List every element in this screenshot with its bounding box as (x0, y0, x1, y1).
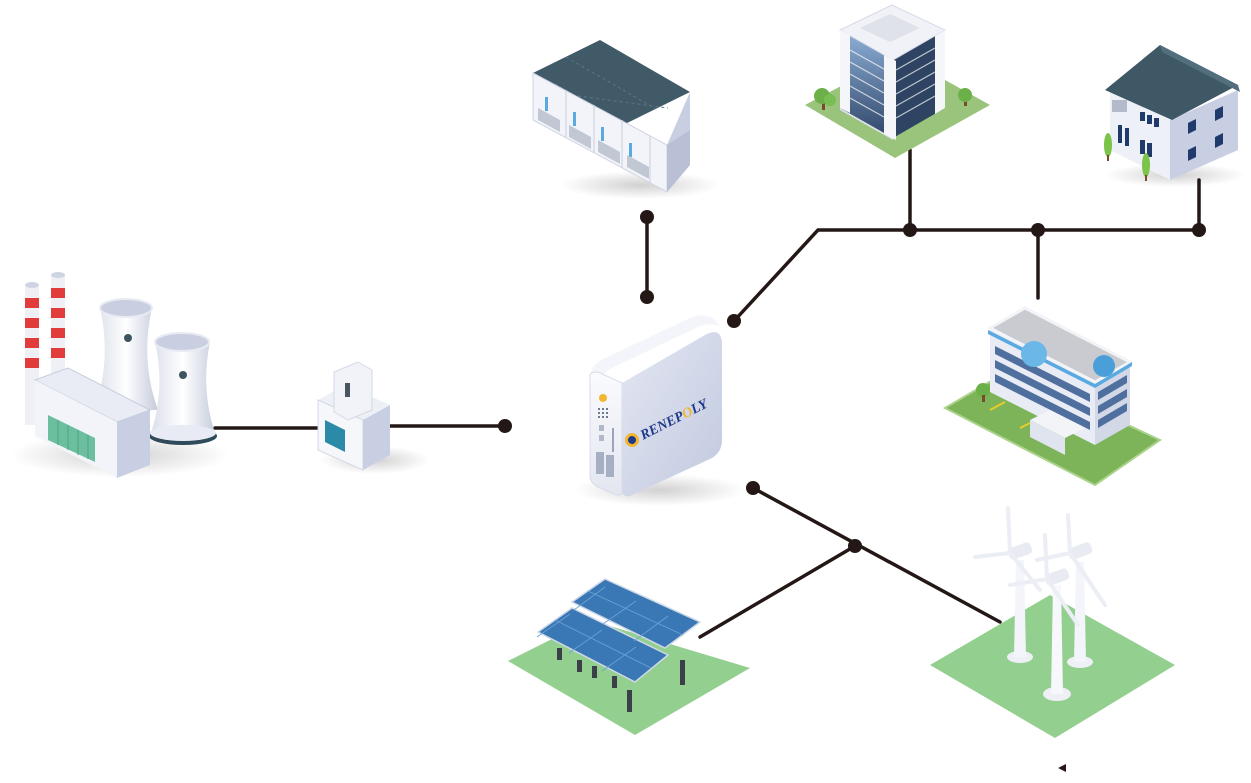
residential-house-icon (1104, 45, 1245, 187)
circuit-breaker-icon (317, 361, 430, 474)
tree-icon (976, 383, 990, 402)
plant-building-icon (33, 367, 152, 478)
junction-dot-hub-southeast (746, 481, 760, 495)
line-junction-to-solar (698, 544, 857, 639)
chimney-icon (51, 272, 65, 395)
junction-dot-house (1192, 223, 1206, 237)
connection-lines (213, 148, 1202, 639)
wind-turbine-icon (1035, 513, 1107, 668)
cooling-tower-icon (94, 298, 158, 410)
junction-dot-renewables (848, 539, 862, 553)
junction-dot-hub-top (640, 290, 654, 304)
office-tower-icon (805, 4, 990, 158)
tree-icon (958, 88, 972, 106)
junction-dots (498, 210, 1206, 553)
line-hub-to-wind (751, 486, 1002, 624)
junction-dot-office (903, 223, 917, 237)
power-plant-icon (10, 272, 230, 478)
cooling-tower-icon (149, 332, 217, 445)
status-light-icon (599, 394, 607, 402)
vent-grille-icon (596, 452, 614, 477)
central-energy-storage-unit[interactable]: RENEPOLY (575, 315, 745, 506)
junction-dot-hub-west (498, 419, 512, 433)
tree-icon (1142, 153, 1150, 181)
breaker-toggle-icon (325, 420, 345, 452)
wind-farm-icon (930, 506, 1175, 738)
junction-dot-cabinets (640, 210, 654, 224)
tree-icon (1104, 133, 1112, 161)
wind-turbine-icon (1008, 533, 1080, 701)
commercial-building-icon (942, 306, 1163, 487)
solar-array-icon (508, 578, 750, 735)
line-hub-to-buildings-bus (732, 228, 1202, 323)
cursor-artifact-icon (1058, 764, 1066, 772)
junction-dot-hub-northeast (727, 314, 741, 328)
junction-dot-commercial (1031, 223, 1045, 237)
tree-icon (814, 88, 836, 110)
battery-cabinets-icon (532, 40, 720, 199)
